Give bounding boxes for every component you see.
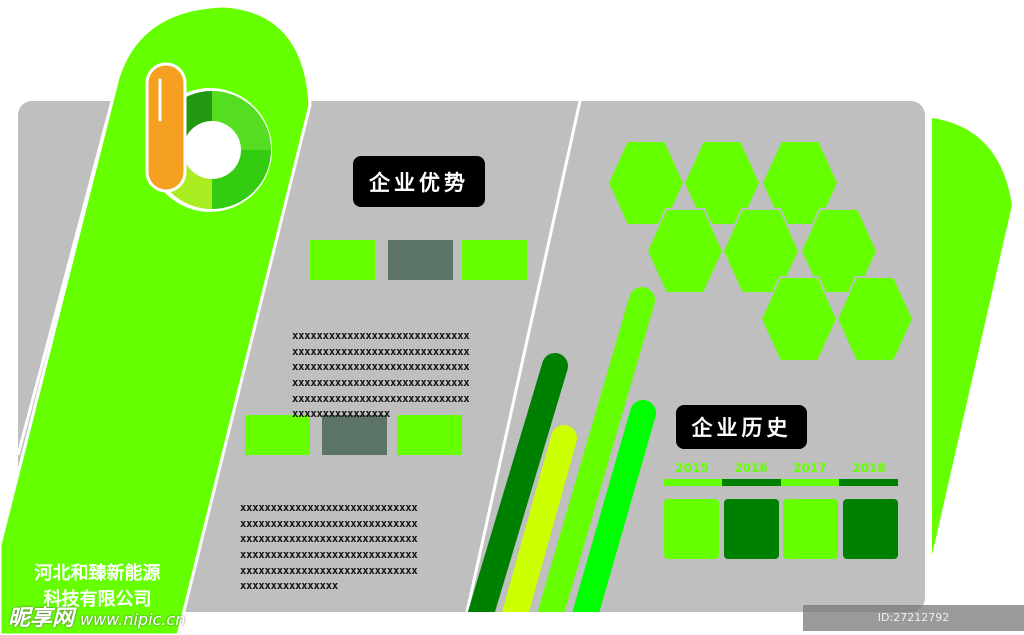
- history-card: [843, 499, 898, 559]
- image-id-tag: ID:27212792 NO:20180527084605549000: [803, 605, 1024, 631]
- hexagon: [721, 208, 801, 294]
- watermark-brand: 昵享网: [8, 606, 75, 631]
- history-card: [783, 499, 838, 559]
- company-name-line: 科技有限公司: [43, 589, 152, 610]
- block-lime: [462, 240, 527, 280]
- block-lime: [310, 240, 375, 280]
- company-name-line: 河北和臻新能源: [34, 563, 161, 584]
- year-label: 2016: [734, 461, 768, 475]
- text-line: xxxxxxxxxxxxxxxxxxxxxxxxxxxxx: [292, 376, 470, 389]
- text-line: xxxxxxxxxxxxxxxxxxxxxxxxxxxxx: [292, 345, 470, 358]
- text-line: xxxxxxxxxxxxxxxxxxxxxxxxxxxxx: [240, 548, 418, 561]
- block-slate: [388, 240, 453, 280]
- right-green-wing: [932, 118, 1012, 555]
- text-line: xxxxxxxxxxxxxxxxxxxxxxxxxxxxx: [240, 533, 418, 546]
- block-slate: [322, 415, 387, 455]
- diagonal-stripes: [457, 287, 656, 612]
- hexagon-grid: [606, 140, 915, 362]
- text-line: xxxxxxxxxxxxxxxxxxxxxxxxxxxxx: [292, 392, 470, 405]
- advantage-title: 企业优势: [353, 156, 485, 207]
- watermark-url: www.nipic.cn: [80, 610, 186, 629]
- timeline-bar: [781, 479, 839, 486]
- timeline-bar: [722, 479, 781, 486]
- block-lime: [397, 415, 462, 455]
- logo: [145, 62, 272, 212]
- stripe-bright-green: [562, 400, 656, 612]
- year-label: 2018: [852, 461, 886, 475]
- hexagon: [835, 276, 915, 362]
- history-title: 企业历史: [676, 405, 807, 449]
- text-line: xxxxxxxxxxxxxxxx: [240, 580, 338, 593]
- text-line: xxxxxxxxxxxxxxxxxxxxxxxxxxxxx: [240, 502, 418, 515]
- history-card: [664, 499, 719, 559]
- timeline-bar: [664, 479, 722, 486]
- divider-line: [465, 100, 582, 613]
- company-name: 河北和臻新能源 科技有限公司: [10, 561, 185, 613]
- timeline-bar: [839, 479, 898, 486]
- watermark: 昵享网 www.nipic.cn: [8, 600, 185, 632]
- stripe-dark-green: [457, 353, 568, 612]
- history-card: [724, 499, 779, 559]
- block-lime: [245, 415, 310, 455]
- stripe-yellow-green: [492, 425, 577, 612]
- text-line: xxxxxxxxxxxxxxxxxxxxxxxxxxxxx: [240, 517, 418, 530]
- stripe-lime: [527, 287, 655, 612]
- text-line: xxxxxxxxxxxxxxxx: [292, 408, 390, 421]
- year-label: 2017: [793, 461, 827, 475]
- text-line: xxxxxxxxxxxxxxxxxxxxxxxxxxxxx: [292, 361, 470, 374]
- text-line: xxxxxxxxxxxxxxxxxxxxxxxxxxxxx: [240, 564, 418, 577]
- year-label: 2015: [675, 461, 709, 475]
- text-line: xxxxxxxxxxxxxxxxxxxxxxxxxxxxx: [292, 330, 470, 343]
